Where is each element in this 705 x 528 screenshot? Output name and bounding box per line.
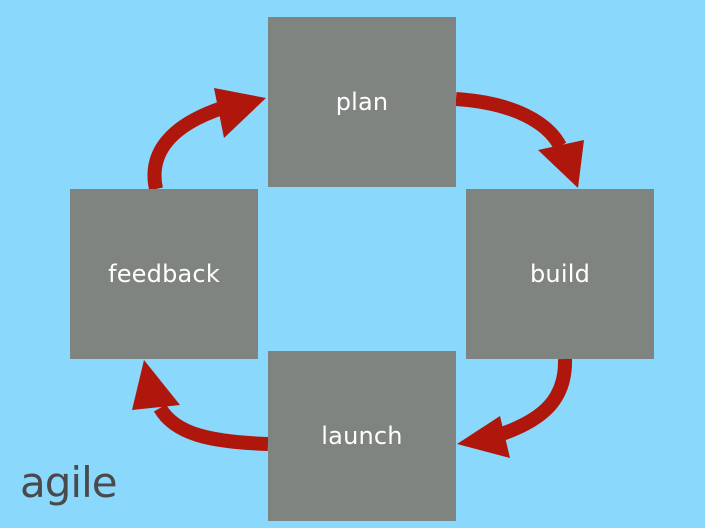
arrow-build-to-launch [493, 358, 573, 443]
arrow-plan-to-build-head [538, 140, 584, 188]
agile-logo: agile [20, 458, 118, 507]
arrow-launch-to-feedback-head [132, 360, 180, 410]
arrow-plan-to-build [455, 92, 567, 150]
step-plan-label: plan [335, 88, 389, 116]
arrow-build-to-launch-head [457, 416, 510, 458]
step-launch-label: launch [321, 422, 403, 450]
step-build-label: build [529, 260, 590, 288]
step-launch-box: launch [268, 351, 456, 521]
step-plan-box: plan [268, 17, 456, 187]
step-feedback-box: feedback [70, 189, 258, 359]
arrow-launch-to-feedback [153, 404, 269, 451]
step-feedback-label: feedback [108, 260, 220, 288]
step-build-box: build [466, 189, 654, 359]
arrow-feedback-to-plan-head [214, 88, 266, 138]
arrow-feedback-to-plan [147, 101, 225, 191]
